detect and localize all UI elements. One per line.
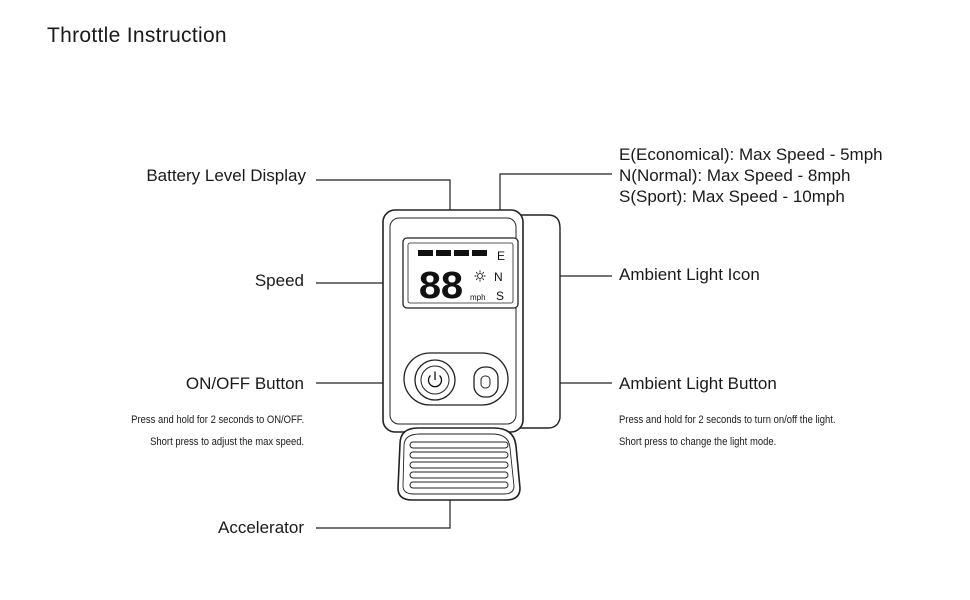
ambient-light-button[interactable] [473,366,499,398]
speed-digits: 88 [418,266,462,311]
ambient-note-line-2: Short press to change the light mode. [619,436,777,448]
ambient-light-button-label: Ambient Light Button [619,374,777,393]
throttle-face [389,217,517,425]
throttle-rear-body [520,214,561,429]
mode-n-indicator: N [494,270,503,284]
battery-level-bars [418,250,487,256]
speed-label: Speed [254,271,304,290]
accelerator-label: Accelerator [218,518,304,537]
battery-level-label: Battery Level Display [146,166,306,185]
mode-e-indicator: E [497,249,505,263]
accelerator-grip-ridges [409,441,509,489]
onoff-note-line-2: Short press to adjust the max speed. [149,436,304,448]
mode-n-text: N(Normal): Max Speed - 8mph [619,166,851,185]
battery-bar [472,250,487,256]
page-title: Throttle Instruction [47,24,227,47]
onoff-button[interactable] [414,359,456,401]
ambient-note: Press and hold for 2 seconds to turn on/… [619,409,835,453]
speed-modes-legend: E(Economical): Max Speed - 5mph N(Normal… [619,144,883,207]
battery-bar [418,250,433,256]
mode-s-indicator: S [496,289,504,303]
battery-bar [454,250,469,256]
ambient-note-line-1: Press and hold for 2 seconds to turn on/… [619,414,836,426]
onoff-button-label: ON/OFF Button [185,374,304,393]
mode-e-text: E(Economical): Max Speed - 5mph [619,145,883,164]
lcd-inner-frame [407,242,514,304]
power-icon [427,371,443,388]
battery-bar [436,250,451,256]
accelerator-lever[interactable] [397,427,521,501]
mode-s-text: S(Sport): Max Speed - 10mph [619,187,845,206]
onoff-note-line-1: Press and hold for 2 seconds to ON/OFF. [131,414,304,426]
onoff-note: Press and hold for 2 seconds to ON/OFF. … [131,409,304,453]
ambient-light-icon-label: Ambient Light Icon [619,265,760,284]
speed-unit: mph [470,293,486,302]
sun-icon [474,270,486,282]
